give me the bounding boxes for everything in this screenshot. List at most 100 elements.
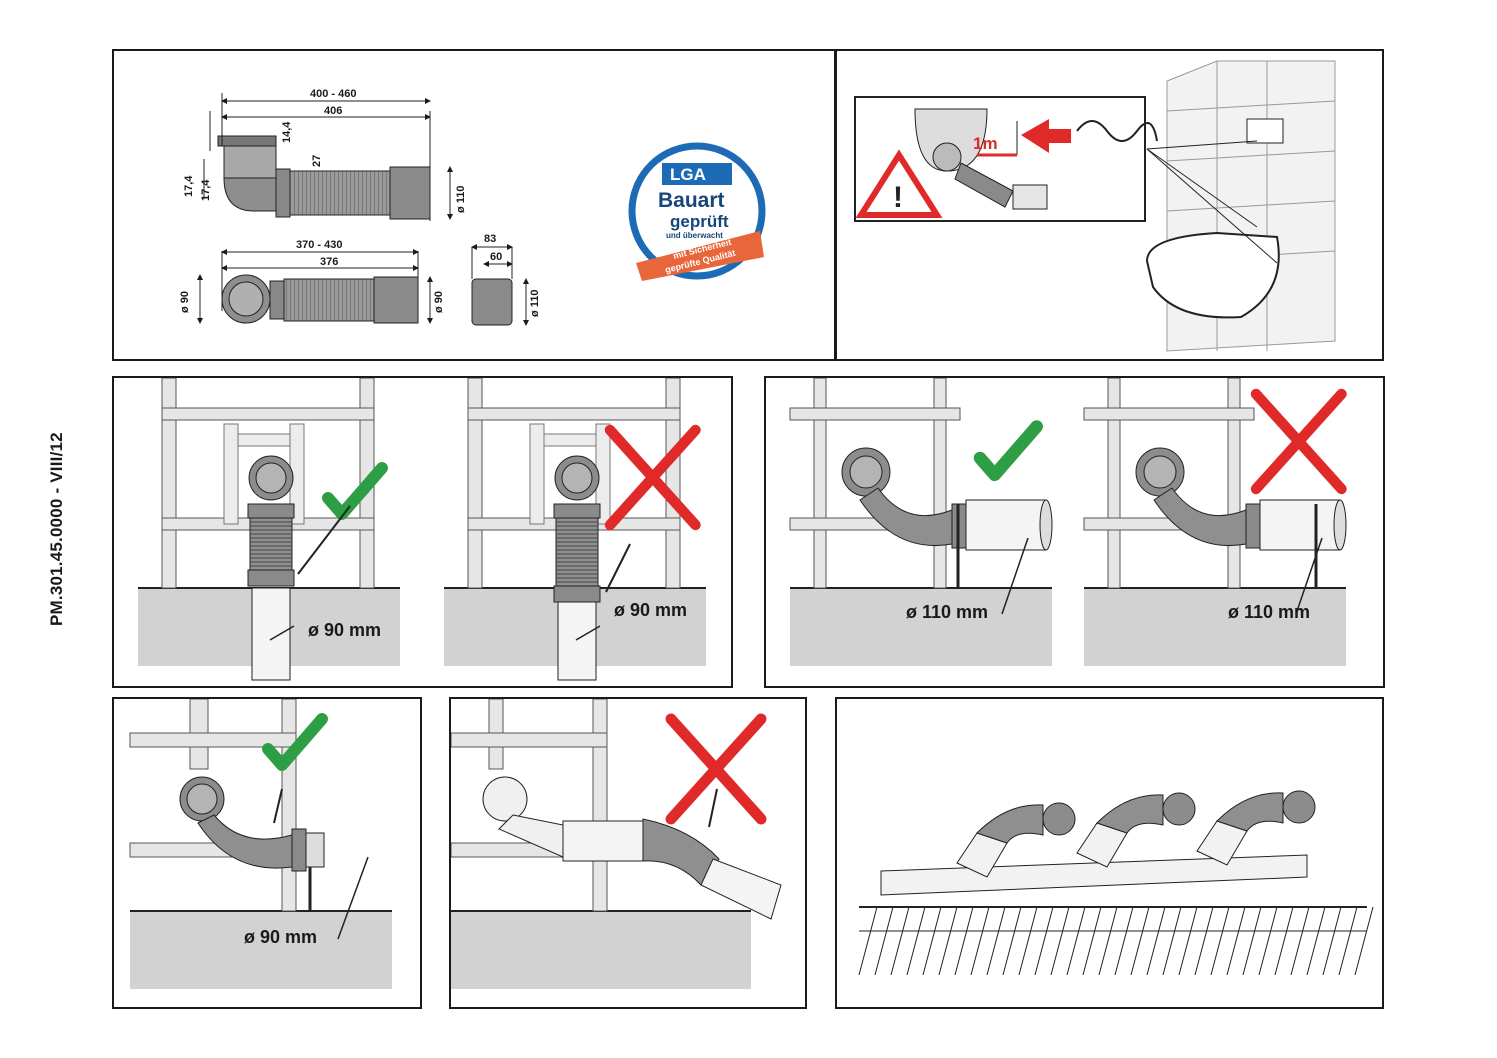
vertical-install-illustration: [138, 378, 706, 681]
ground-hatch: [922, 906, 942, 976]
frame-strut: [223, 423, 239, 525]
drain-pipe: [700, 858, 782, 920]
dim-adapter-length: 83: [484, 233, 496, 245]
drain-pipe: [1259, 499, 1341, 551]
ground-hatch: [1162, 906, 1182, 976]
install-panel-series: [835, 697, 1384, 1009]
install-panel-90-correct-and-wrong: ø 90 mm ø 90 mm: [112, 376, 733, 688]
exclamation-icon: !: [893, 181, 903, 214]
frame-post: [467, 378, 483, 589]
warning-illustration: ! 1m: [854, 60, 1336, 352]
leader-line: [1001, 537, 1029, 615]
pipe-collar: [291, 828, 307, 872]
rigid-pipe: [562, 820, 644, 862]
frame-bar: [789, 407, 961, 421]
drain-pipe: [305, 832, 325, 868]
ground-hatch: [1034, 906, 1054, 976]
dim-offset-a: 17,4: [183, 175, 195, 197]
ground-hatch: [970, 906, 990, 976]
ground-hatch: [1050, 906, 1070, 976]
technical-drawing-panel: 400 - 460 406 14,4 27 17,4 17,4 ø 110 37…: [112, 49, 836, 361]
ground-hatch: [858, 906, 878, 976]
ground-hatch: [1066, 906, 1086, 976]
frame-post: [665, 378, 681, 589]
pipe-elbow-inner: [255, 462, 287, 494]
pipe-collar: [247, 503, 295, 519]
ground-hatch: [1306, 906, 1326, 976]
ground-hatch: [1354, 906, 1374, 976]
install-panel-110-correct-and-wrong: ø 110 mm ø 110 mm: [764, 376, 1385, 688]
dim-socket-a: 14,4: [281, 121, 293, 143]
dim-socket-b: 27: [311, 155, 323, 167]
ground-hatch: [1178, 906, 1198, 976]
leader-line: [708, 788, 718, 828]
distance-label: 1m: [973, 134, 998, 153]
ground-hatch: [1274, 906, 1294, 976]
dim-adapter-inner: 60: [490, 251, 502, 263]
pipe-elbow-inner: [561, 462, 593, 494]
dim-mid-outlet: ø 90: [433, 291, 445, 313]
dim-offset-b: 17,4: [200, 179, 212, 201]
dim-mid-inner: 376: [320, 256, 338, 268]
leader-line: [575, 625, 601, 641]
pipe-elbow: [1162, 792, 1196, 826]
badge-line2: geprüft: [670, 212, 729, 231]
floor: [130, 911, 392, 989]
document-code: PM.301.45.0000 - VIII/12: [47, 432, 66, 626]
pipe-elbow: [1042, 802, 1076, 836]
checkmark-icon: [262, 713, 328, 771]
frame-bar: [161, 407, 375, 421]
pipe-elbow-inner: [186, 783, 218, 815]
pipe-collar: [1245, 503, 1261, 549]
ground-hatch: [1098, 906, 1118, 976]
pipe-collar: [553, 585, 601, 603]
cross-icon: [1250, 388, 1347, 495]
ground-hatch: [874, 906, 894, 976]
pipe-collar: [247, 569, 295, 587]
pipe-elbow: [482, 776, 528, 822]
ground-hatch: [1338, 906, 1358, 976]
leader-line: [337, 856, 369, 940]
ground-hatch: [986, 906, 1006, 976]
pipe-end: [1039, 499, 1053, 551]
leader-line: [273, 788, 283, 824]
drain-pipe: [965, 499, 1047, 551]
cross-icon: [604, 424, 701, 531]
flush-plate: [1246, 118, 1284, 144]
ground-hatch: [1082, 906, 1102, 976]
ground-hatch: [890, 906, 910, 976]
mid-siphon-drawing: [197, 249, 433, 324]
ground-hatch: [1146, 906, 1166, 976]
flex-hose: [249, 517, 293, 571]
ground-hatch: [1018, 906, 1038, 976]
floor: [1084, 588, 1346, 666]
floor: [451, 911, 751, 989]
wall-toilet: [1145, 231, 1280, 319]
ground-hatch: [1242, 906, 1262, 976]
dim-adapter-diameter: ø 110: [529, 289, 541, 317]
frame-post: [1107, 378, 1121, 589]
leader-line: [1295, 537, 1323, 615]
install-panel-90-bent-correct: ø 90 mm: [112, 697, 422, 1009]
pipe-elbow-inner: [849, 455, 883, 489]
ground-hatch: [1130, 906, 1150, 976]
badge-line1: Bauart: [658, 189, 725, 212]
frame-post: [281, 699, 297, 912]
checkmark-icon: [322, 462, 388, 520]
frame-bar: [451, 732, 608, 748]
ground-hatch: [1114, 906, 1134, 976]
ground-hatch: [1290, 906, 1310, 976]
frame-strut: [529, 423, 545, 525]
ground-hatch: [938, 906, 958, 976]
adapter-drawing: [471, 244, 529, 326]
cross-icon: [665, 713, 767, 825]
overextended-install-wrong: [451, 699, 782, 989]
lga-badge: LGA Bauart geprüft und überwacht mit Sic…: [628, 142, 766, 281]
drain-pipe: [557, 587, 597, 681]
pipe-elbow: [1282, 790, 1316, 824]
frame-bar: [467, 407, 681, 421]
dim-top-overall: 400 - 460: [310, 88, 356, 100]
ground-hatch: [1322, 906, 1342, 976]
dim-mid-overall: 370 - 430: [296, 239, 342, 251]
ground-hatch: [954, 906, 974, 976]
